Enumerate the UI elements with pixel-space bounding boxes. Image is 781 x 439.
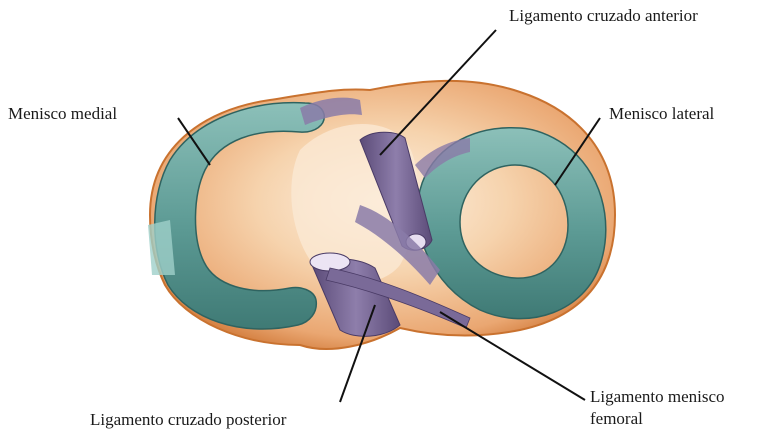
label-meniscofemoral-ligament: Ligamento menisco femoral: [590, 386, 725, 430]
label-meniscofemoral-line2: femoral: [590, 408, 725, 430]
label-medial-meniscus: Menisco medial: [8, 104, 117, 124]
label-posterior-cruciate-ligament: Ligamento cruzado posterior: [90, 410, 286, 430]
label-lateral-meniscus: Menisco lateral: [609, 104, 714, 124]
label-anterior-cruciate-ligament: Ligamento cruzado anterior: [509, 6, 698, 26]
label-meniscofemoral-line1: Ligamento menisco: [590, 386, 725, 408]
